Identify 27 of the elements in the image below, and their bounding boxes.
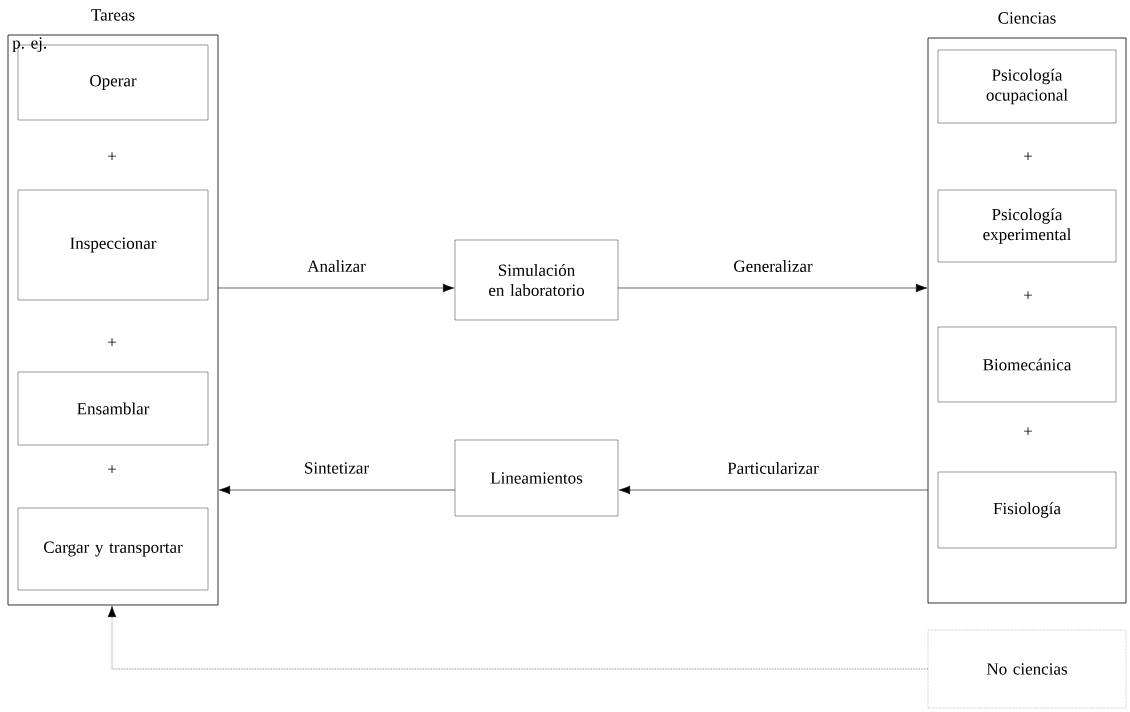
plus-sign: + [108,338,116,347]
arrow [217,283,455,293]
arrow [218,485,456,495]
process-box: Inspeccionar [17,189,209,301]
plus-sign: + [108,152,116,161]
process-box: Biomecánica [937,326,1117,403]
process-box: No ciencias [927,629,1127,709]
plus-sign: + [1024,427,1032,436]
process-box: Fisiología [937,471,1117,549]
process-box: Psicología ocupacional [937,49,1117,124]
arrow [617,283,928,293]
arrow [107,605,929,670]
plus-sign: + [1024,291,1032,300]
process-box: Psicología experimental [937,189,1117,263]
process-box: Simulación en laboratorio [454,239,619,321]
process-box: Lineamientos [454,439,619,517]
arrow [618,485,929,495]
process-box: Ensamblar [17,371,209,446]
edge-label: Analizar [306,259,367,273]
edge-label: Sintetizar [302,461,371,475]
group-heading: Tareas [91,9,135,21]
process-box: Cargar y transportar [17,507,209,591]
edge-label: Particularizar [726,461,820,475]
group-heading: Ciencias [998,12,1056,24]
edge-label: Generalizar [732,259,814,273]
plus-sign: + [1024,152,1032,161]
plus-sign: + [108,465,116,474]
